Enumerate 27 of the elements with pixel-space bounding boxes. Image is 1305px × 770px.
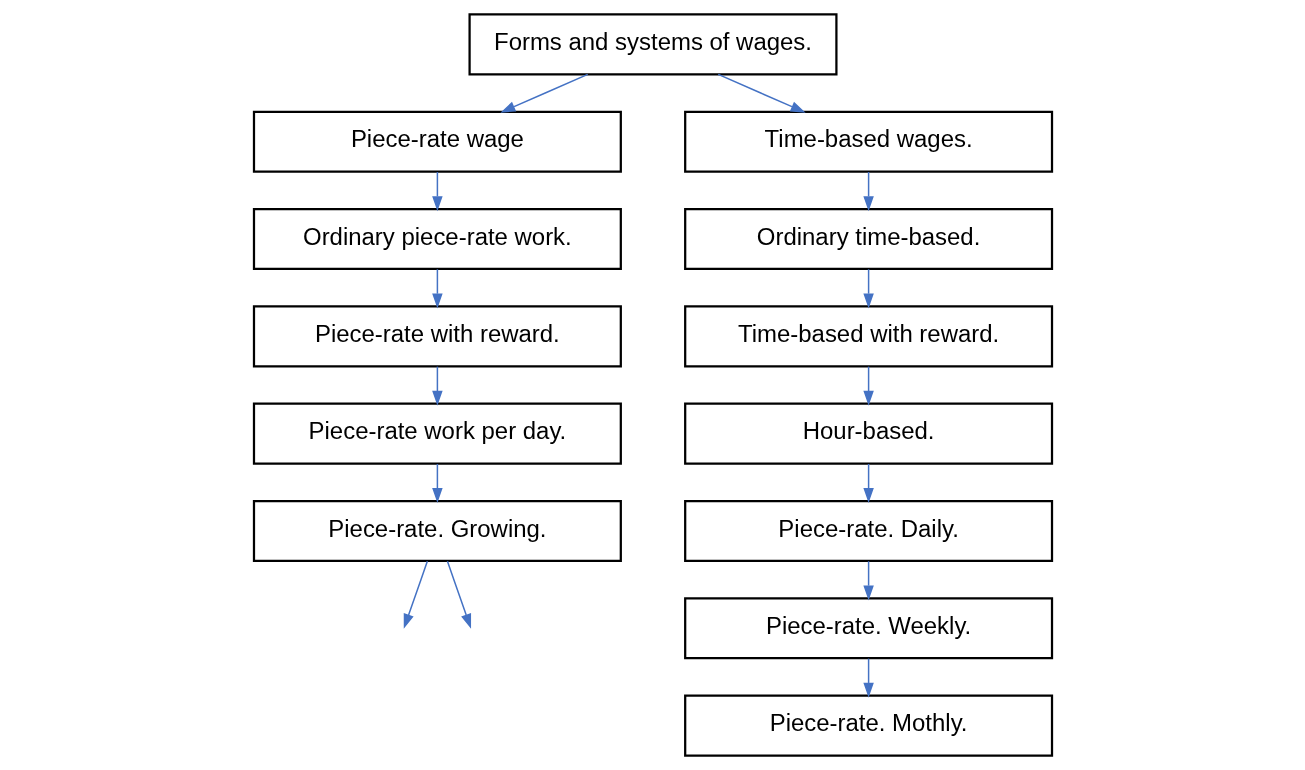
node-box: Piece-rate. Weekly. [683, 597, 1053, 660]
node-box: Piece-rate wage [252, 110, 622, 173]
node-box: Piece-rate. Mothly. [683, 694, 1053, 757]
node-box: Time-based with reward. [683, 305, 1053, 368]
node-box: Piece-rate work per day. [252, 402, 622, 465]
arrow [431, 365, 443, 406]
arrow [717, 73, 806, 113]
arrow [431, 268, 443, 309]
arrow [862, 657, 874, 698]
arrow [499, 73, 588, 113]
arrow [403, 560, 428, 629]
node-box: Piece-rate. Daily. [683, 499, 1053, 563]
arrow [862, 365, 874, 406]
arrow [446, 560, 471, 629]
node-box: Time-based wages. [683, 110, 1053, 173]
arrow [431, 463, 443, 504]
node-box: Forms and systems of wages. [467, 13, 838, 76]
node-box: Ordinary time-based. [683, 207, 1053, 271]
arrow [862, 560, 874, 601]
arrow [431, 171, 443, 212]
node-box: Hour-based. [683, 402, 1053, 465]
node-box: Piece-rate. Growing. [252, 499, 622, 563]
node-box: Ordinary piece-rate work. [252, 207, 622, 271]
arrow [862, 268, 874, 309]
arrow [862, 171, 874, 212]
arrow [862, 463, 874, 504]
node-box: Piece-rate with reward. [252, 305, 622, 368]
